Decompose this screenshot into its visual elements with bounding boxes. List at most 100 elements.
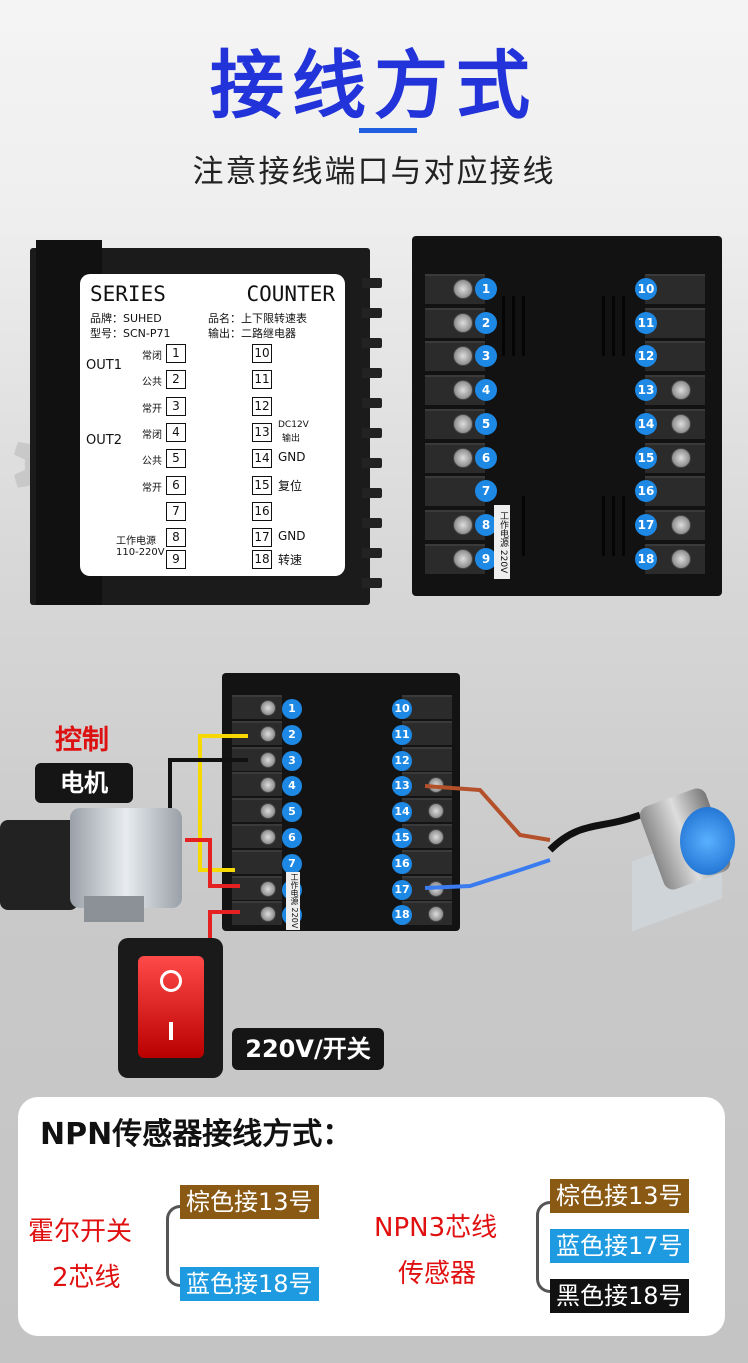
- wire-terminal-7: 7: [282, 853, 302, 874]
- wire-left-row: [232, 849, 282, 874]
- back-terminal-2: 2: [475, 311, 497, 334]
- screw-icon: [260, 725, 276, 742]
- hall-switch-label: 霍尔开关: [28, 1217, 133, 1247]
- back-terminal-13: 13: [635, 379, 657, 402]
- back-terminal-10: 10: [635, 278, 657, 300]
- proximity-sensor-image: [620, 785, 748, 932]
- title-underline: [359, 128, 417, 133]
- screw-icon: [428, 829, 444, 845]
- back-terminal-9: 9: [475, 547, 497, 570]
- back-terminal-16: 16: [635, 480, 657, 503]
- wire-terminal-14: 14: [392, 802, 412, 823]
- back-terminal-5: 5: [475, 412, 497, 435]
- page-title: 接线方式: [210, 43, 538, 129]
- wire-terminal-5: 5: [282, 802, 302, 823]
- front-term-15: 15: [252, 476, 272, 495]
- wire-terminal-3: 3: [282, 750, 302, 771]
- out2-nc: 常闭: [142, 430, 162, 441]
- npn-brown-tag: 棕色接13号: [550, 1179, 689, 1213]
- screw-icon: [671, 413, 691, 434]
- power-switch-image: [118, 938, 223, 1078]
- screw-icon: [260, 880, 276, 897]
- switch-label: 220V/开关: [232, 1028, 384, 1070]
- wire-terminal-17: 17: [392, 879, 412, 900]
- back-terminal-17: 17: [635, 513, 657, 536]
- front-term-9: 9: [166, 550, 186, 569]
- motor-label: 电机: [35, 763, 133, 803]
- back-terminal-15: 15: [635, 446, 657, 469]
- label-series: SERIES: [90, 282, 166, 306]
- front-term-18: 18: [252, 550, 272, 569]
- npn-card-title: NPN传感器接线方式：: [40, 1117, 353, 1152]
- wire-terminal-13: 13: [392, 776, 412, 797]
- screw-icon: [453, 447, 473, 468]
- label-out1: OUT1: [86, 358, 122, 373]
- hall-brace: [166, 1205, 182, 1287]
- back-terminal-4: 4: [475, 379, 497, 402]
- out2-com: 公共: [142, 456, 162, 467]
- screw-icon: [260, 906, 276, 923]
- back-terminal-14: 14: [635, 412, 657, 435]
- wire-terminal-2: 2: [282, 724, 302, 745]
- npn-blue-tag: 蓝色接17号: [550, 1229, 689, 1263]
- wire-terminal-1: 1: [282, 699, 302, 719]
- front-term-12: 12: [252, 397, 272, 416]
- wire-paths: [168, 734, 642, 940]
- npn-sensor-card: NPN传感器接线方式： 霍尔开关 2芯线 棕色接13号 蓝色接18号 NPN3芯…: [18, 1097, 725, 1336]
- npn-sensor-label-2: 传感器: [398, 1259, 477, 1289]
- hall-brown-tag: 棕色接13号: [180, 1185, 319, 1219]
- screw-icon: [671, 380, 691, 401]
- wire-right-row: [402, 720, 452, 745]
- front-term-13: 13: [252, 423, 272, 442]
- screw-icon: [453, 279, 473, 299]
- npn-black-tag: 黑色接18号: [550, 1279, 689, 1313]
- screw-icon: [260, 829, 276, 845]
- label-gnd-14: GND: [278, 450, 306, 464]
- wire-terminal-6: 6: [282, 828, 302, 848]
- wire-terminal-4: 4: [282, 776, 302, 797]
- front-term-5: 5: [166, 449, 186, 468]
- label-counter: COUNTER: [246, 282, 335, 306]
- wiring-power-sticker: 工作电源 220V: [286, 872, 300, 930]
- screw-icon: [671, 514, 691, 535]
- screw-icon: [453, 312, 473, 333]
- control-label: 控制: [55, 725, 109, 756]
- label-product: 品名：上下限转速表: [208, 312, 307, 325]
- out1-nc: 常闭: [142, 351, 162, 362]
- terminal-label-card: SERIES COUNTER 品牌：SUHED 型号：SCN-P71 品名：上下…: [80, 274, 345, 576]
- front-term-11: 11: [252, 370, 272, 389]
- npn-sensor-label: NPN3芯线: [374, 1213, 498, 1243]
- out1-no: 常开: [142, 404, 162, 415]
- front-term-14: 14: [252, 449, 272, 468]
- screw-icon: [260, 803, 276, 820]
- screw-icon: [671, 447, 691, 468]
- wire-terminal-11: 11: [392, 724, 412, 745]
- screw-icon: [428, 803, 444, 820]
- label-reset: 复位: [278, 479, 303, 493]
- back-terminal-7: 7: [475, 480, 497, 503]
- npn-brace: [536, 1201, 552, 1293]
- front-term-1: 1: [166, 344, 186, 363]
- front-term-2: 2: [166, 370, 186, 389]
- screw-icon: [260, 777, 276, 794]
- back-right-row: [645, 341, 705, 372]
- screw-icon: [453, 413, 473, 434]
- screw-icon: [453, 514, 473, 535]
- front-term-7: 7: [166, 502, 186, 521]
- label-voltage: 110-220V: [116, 547, 165, 558]
- back-terminal-12: 12: [635, 345, 657, 368]
- screw-icon: [671, 548, 691, 569]
- front-term-17: 17: [252, 528, 272, 547]
- out2-no: 常开: [142, 483, 162, 494]
- back-terminal-8: 8: [475, 513, 497, 536]
- back-terminal-6: 6: [475, 446, 497, 469]
- back-right-row: [645, 274, 705, 304]
- front-term-16: 16: [252, 502, 272, 521]
- back-terminal-11: 11: [635, 311, 657, 334]
- hall-blue-tag: 蓝色接18号: [180, 1267, 319, 1301]
- hall-wire-label: 2芯线: [52, 1263, 121, 1293]
- label-power: 工作电源: [116, 536, 156, 547]
- front-term-8: 8: [166, 528, 186, 547]
- motor-image: [0, 808, 185, 926]
- back-terminal-1: 1: [475, 278, 497, 300]
